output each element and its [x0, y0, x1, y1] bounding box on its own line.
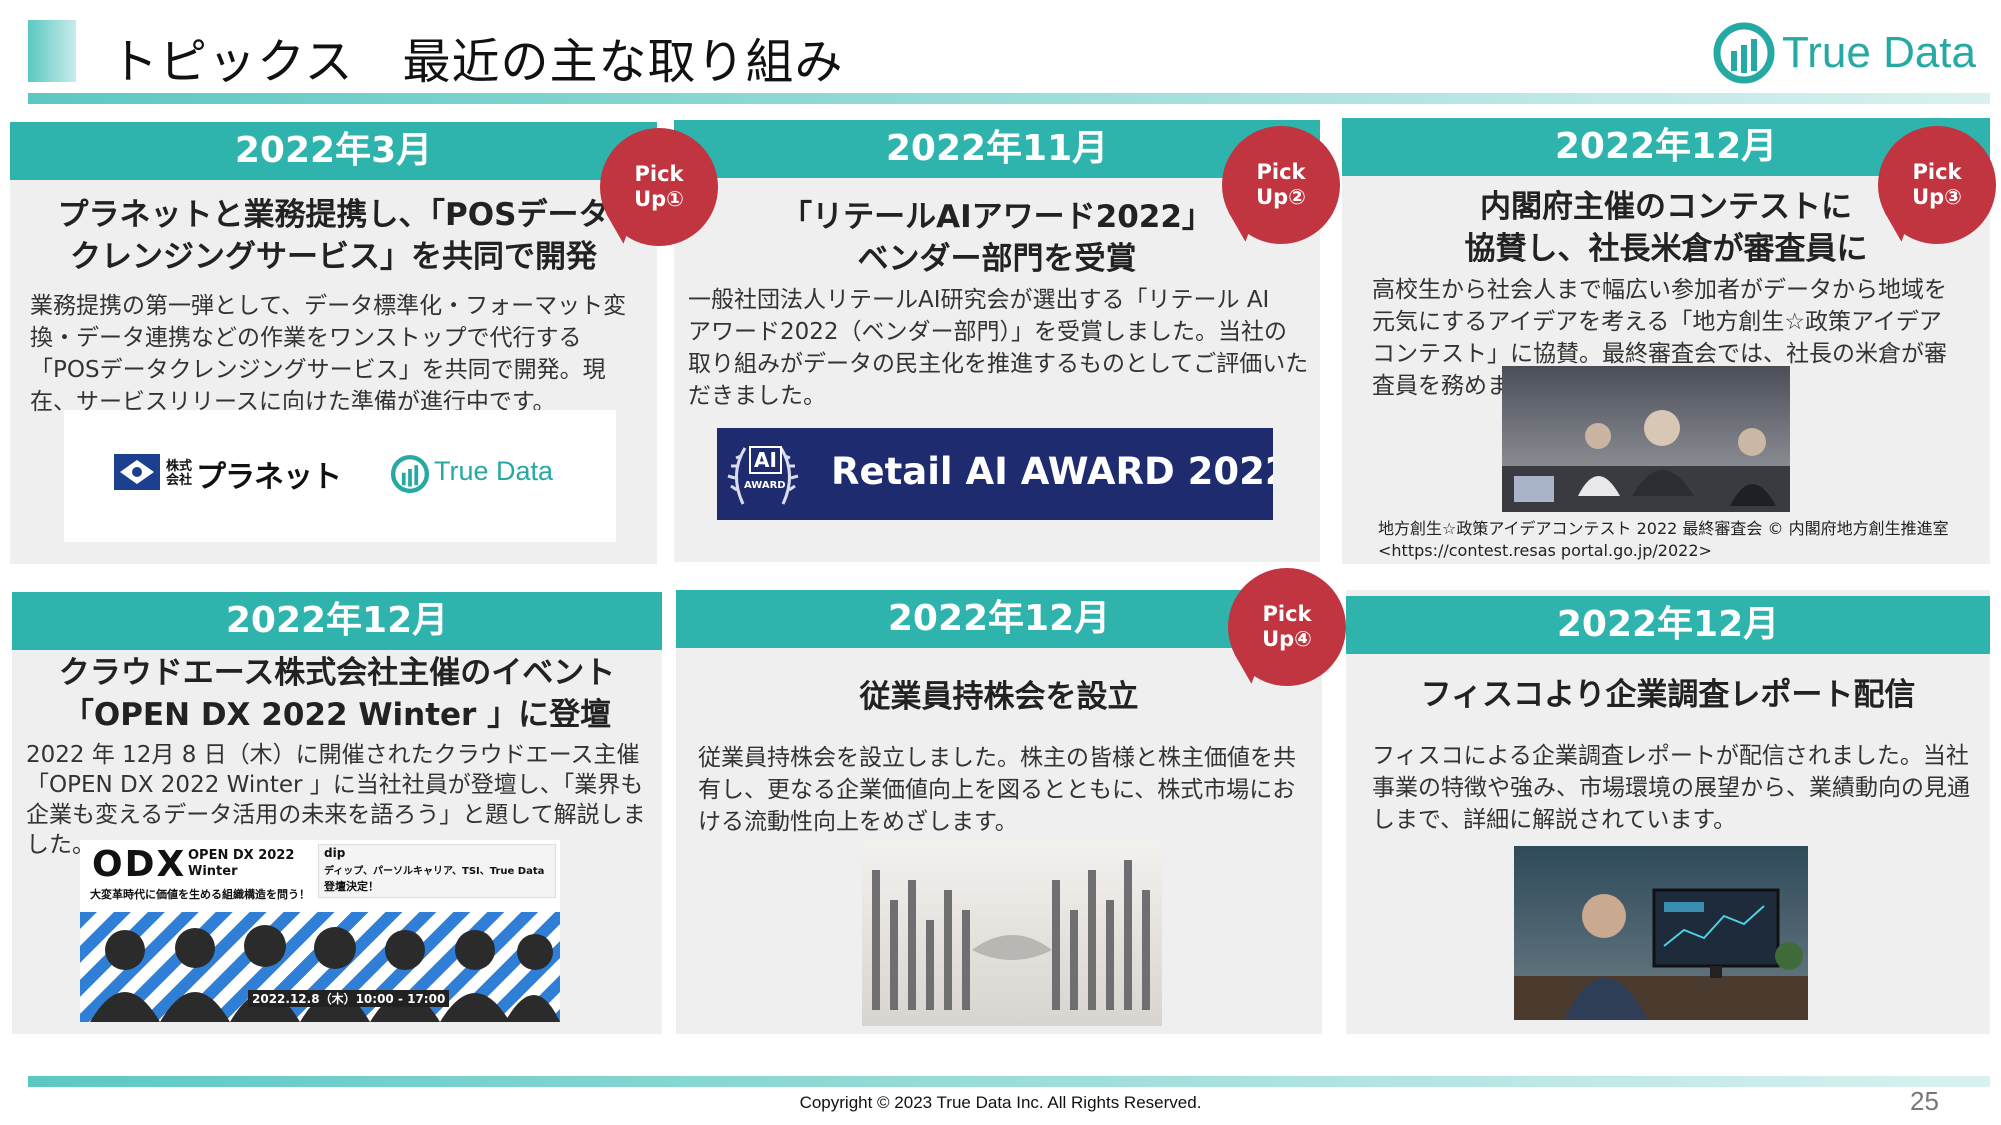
company-logo: True Data — [1712, 18, 1976, 88]
topic-card-fisco-report: 2022年12月 フィスコより企業調査レポート配信 フィスコによる企業調査レポー… — [1346, 590, 1990, 1034]
page-title: トピックス 最近の主な取り組み — [110, 34, 844, 90]
card-date: 2022年11月 — [674, 120, 1320, 178]
planet-logo-text: プラネット — [196, 460, 342, 495]
odx-speakers: ディップ、パーソルキャリア、TSI、True Data — [324, 866, 545, 877]
copyright-text: Copyright © 2023 True Data Inc. All Righ… — [799, 1093, 1202, 1112]
topic-card-planet: 2022年3月 プラネットと業務提携し、「POSデータ クレンジングサービス」を… — [10, 122, 657, 564]
pick-number: Up③ — [1912, 185, 1962, 209]
odx-season: Winter — [188, 864, 238, 879]
card-body: 2022 年 12月 8 日（木）に開催されたクラウドエース主催「OPEN DX… — [26, 742, 646, 858]
card-title: 内閣府主催のコンテストに 協賛し、社長米倉が審査員に — [1464, 189, 1868, 267]
card-title: 「リテールAIアワード2022」 ベンダー部門を受賞 — [781, 199, 1213, 277]
pick-up-badge-1: Pick Up① — [600, 128, 718, 246]
truedata-logo-icon — [1713, 22, 1775, 84]
card-title: クラウドエース株式会社主催のイベント 「OPEN DX 2022 Winter … — [58, 655, 616, 733]
award-emblem-bottom: AWARD — [744, 480, 786, 491]
card-date: 2022年3月 — [10, 122, 657, 180]
title-accent-block — [28, 20, 76, 82]
pick-label: Pick — [1912, 160, 1962, 184]
card-body: フィスコによる企業調査レポートが配信されました。当社事業の特徴や強み、市場環境の… — [1372, 743, 1970, 833]
card-title: 従業員持株会を設立 — [859, 679, 1139, 715]
card-title: フィスコより企業調査レポート配信 — [1420, 677, 1916, 713]
retail-ai-award-banner: AI AWARD Retail AI AWARD 2022 — [717, 428, 1273, 520]
card-body: 従業員持株会を設立しました。株主の皆様と株主価値を共有し、更なる企業価値向上を図… — [698, 745, 1296, 835]
pick-number: Up① — [634, 187, 684, 211]
analyst-desk-photo-icon — [1514, 888, 1808, 1020]
open-dx-event-banner: ODX OPEN DX 2022 Winter 大変革時代に価値を生める組織構造… — [80, 840, 560, 1022]
odx-event-name: OPEN DX 2022 — [188, 848, 295, 863]
odx-logo: ODX — [92, 844, 187, 885]
odx-sponsor: dip — [324, 846, 346, 860]
odx-announce: 登壇決定！ — [324, 880, 379, 893]
pick-up-badge-4: Pick Up④ — [1228, 568, 1346, 686]
odx-date: 2022.12.8（木）10:00 - 17:00 — [248, 990, 450, 1007]
topic-card-retail-ai-award: 2022年11月 「リテールAIアワード2022」 ベンダー部門を受賞 一般社団… — [674, 120, 1320, 562]
card-date: 2022年12月 — [676, 590, 1322, 648]
award-laurel-icon — [727, 447, 799, 505]
stock-chart-handshake-icon — [872, 860, 1150, 1010]
handshake-market-image — [862, 840, 1162, 1026]
photo-caption: 地方創生☆政策アイデアコンテスト 2022 最終審査会 © 内閣府地方創生推進室… — [1378, 519, 1949, 560]
topic-card-open-dx: 2022年12月 クラウドエース株式会社主催のイベント 「OPEN DX 202… — [12, 592, 662, 1034]
pick-up-badge-3: Pick Up③ — [1878, 126, 1996, 244]
pick-label: Pick — [1256, 160, 1306, 184]
truedata-small-logo-text: True Data — [434, 456, 554, 486]
planet-logo-icon — [114, 454, 160, 490]
partner-logos-image: 株式会社 プラネット True Data — [64, 410, 616, 542]
planet-logo-prefix: 株式会社 — [166, 459, 193, 488]
award-banner-text: Retail AI AWARD 2022 — [831, 450, 1273, 493]
footer-rule — [28, 1076, 1990, 1087]
truedata-small-logo-icon — [390, 454, 430, 494]
card-date: 2022年12月 — [1346, 596, 1990, 654]
card-body: 業務提携の第一弾として、データ標準化・フォーマット変換・データ連携などの作業をワ… — [30, 293, 627, 415]
page-number: 25 — [1910, 1086, 1939, 1116]
header-rule — [28, 93, 1990, 104]
logo-text: True Data — [1782, 28, 1977, 77]
card-title: プラネットと業務提携し、「POSデータ クレンジングサービス」を共同で開発 — [57, 197, 610, 275]
pick-number: Up④ — [1262, 627, 1312, 651]
contest-judging-photo — [1502, 366, 1790, 512]
card-body: 一般社団法人リテールAI研究会が選出する「リテール AI アワード2022（ベン… — [688, 287, 1309, 409]
card-date: 2022年12月 — [12, 592, 662, 650]
judge-panel-photo-icon — [1502, 410, 1790, 512]
award-emblem-top: AI — [749, 446, 782, 474]
pick-number: Up② — [1256, 185, 1306, 209]
pick-up-badge-2: Pick Up② — [1222, 126, 1340, 244]
topic-card-esop: 2022年12月 従業員持株会を設立 従業員持株会を設立しました。株主の皆様と株… — [676, 590, 1322, 1034]
odx-tagline: 大変革時代に価値を生める組織構造を問う！ — [90, 888, 310, 901]
pick-label: Pick — [1262, 602, 1312, 626]
analyst-at-desk-image — [1514, 846, 1808, 1020]
pick-label: Pick — [634, 162, 684, 186]
